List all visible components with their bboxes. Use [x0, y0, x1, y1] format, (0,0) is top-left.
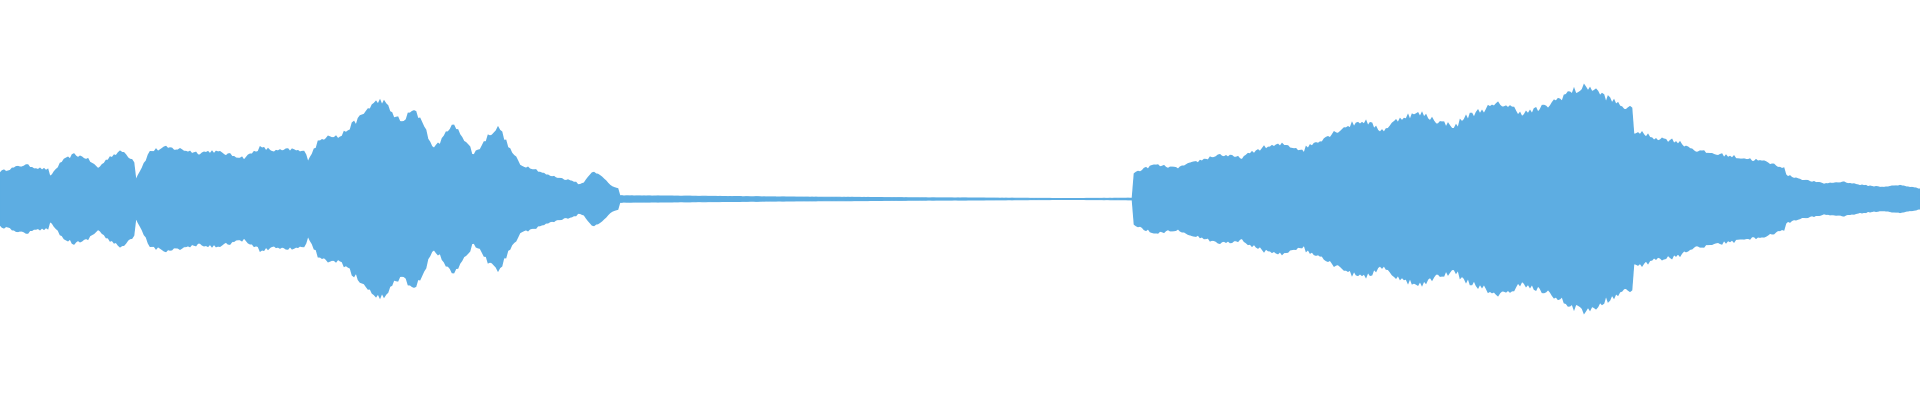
waveform-graphic	[0, 83, 1920, 315]
audio-waveform	[0, 83, 1920, 315]
